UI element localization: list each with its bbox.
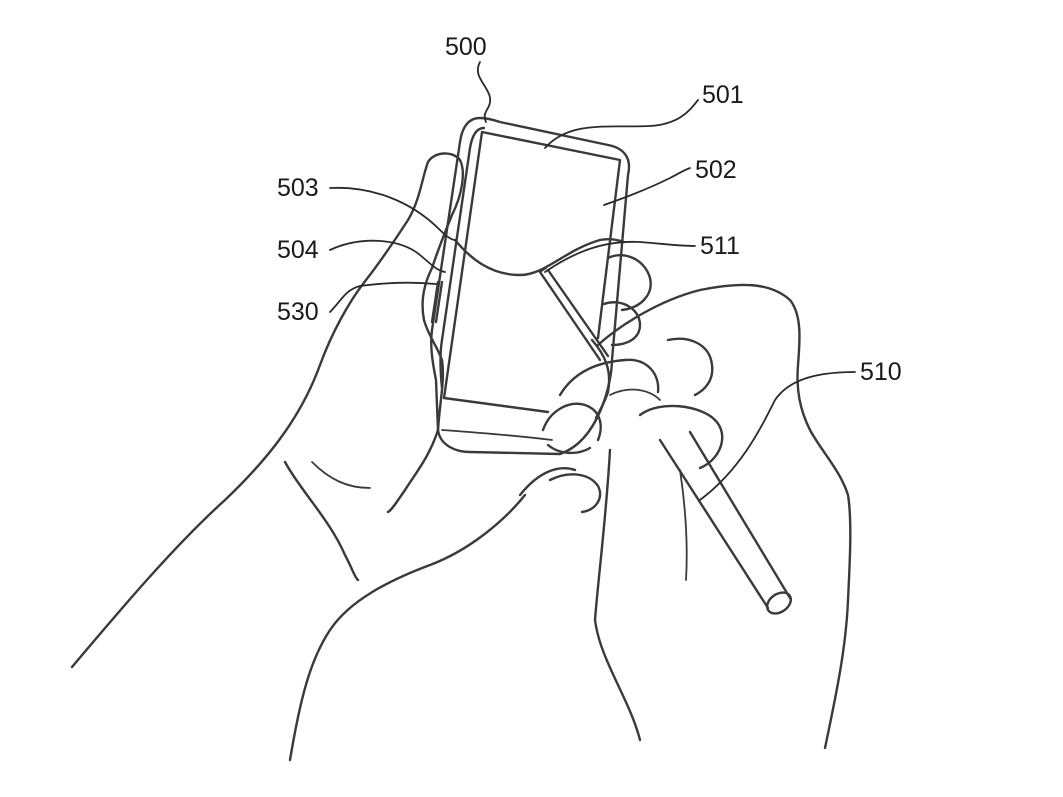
leader-503: [329, 186, 456, 241]
label-502: 502: [695, 156, 737, 184]
reference-labels: 500 501 502 503 504 511 530 510: [277, 33, 902, 386]
device: [430, 116, 631, 456]
display-screen: [442, 130, 622, 414]
stylus-shaft: [658, 430, 792, 610]
leader-511: [544, 240, 696, 273]
leader-501: [544, 99, 699, 149]
label-504: 504: [277, 236, 319, 264]
leader-530: [329, 281, 437, 313]
bottom-bezel: [441, 429, 553, 441]
label-503: 503: [277, 174, 319, 202]
label-500: 500: [445, 33, 487, 61]
stylus-body: [538, 268, 610, 362]
stylus-tip: [539, 267, 547, 273]
left-hand: [70, 152, 652, 762]
device-inner-edge: [439, 126, 486, 390]
right-hand: [518, 283, 852, 750]
boundary-curve: [453, 237, 626, 277]
stylus-end: [765, 591, 793, 615]
leader-504: [329, 239, 446, 273]
leader-510: [699, 371, 856, 501]
leader-lines: [329, 61, 856, 501]
leader-502: [603, 167, 691, 206]
leader-500: [477, 61, 491, 123]
label-530: 530: [277, 298, 319, 326]
side-button: [430, 280, 444, 324]
label-501: 501: [702, 81, 744, 109]
stylus: [538, 267, 793, 615]
label-511: 511: [700, 232, 740, 260]
label-510: 510: [860, 358, 902, 386]
